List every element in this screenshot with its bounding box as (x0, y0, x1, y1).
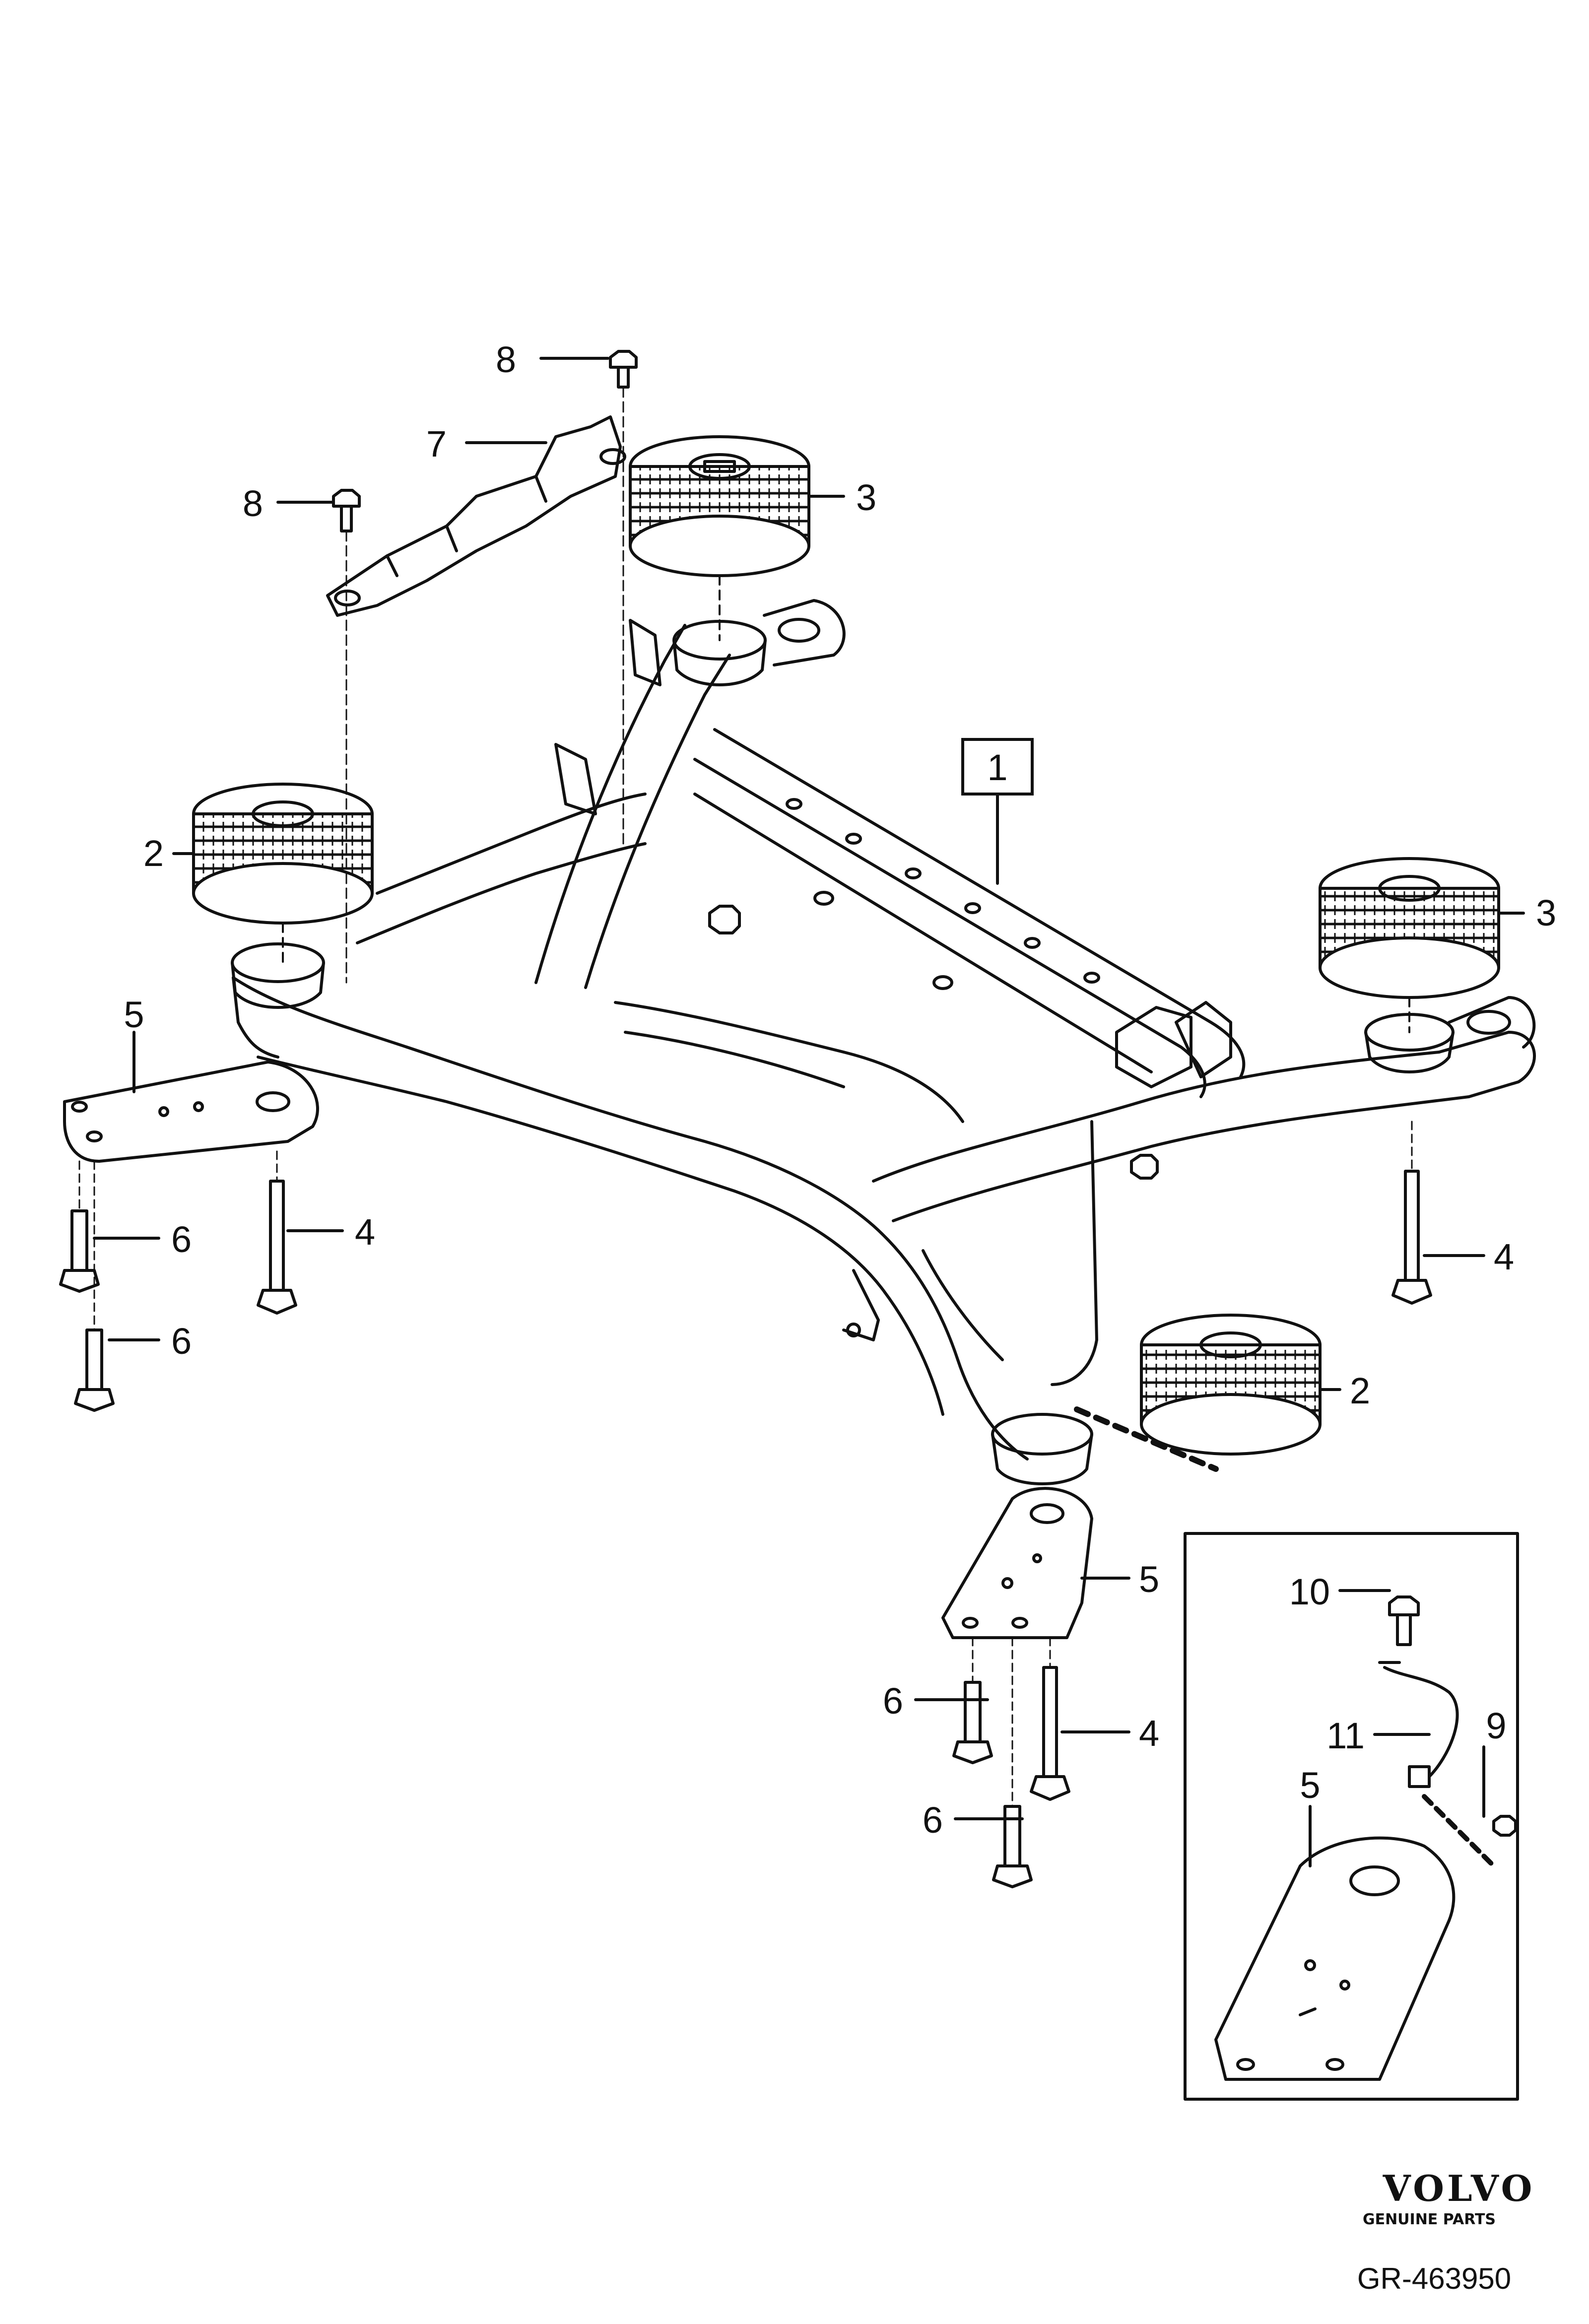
label-8-left: 8 (243, 483, 263, 524)
bolt-left (332, 489, 361, 532)
stud-bottom (1030, 1666, 1070, 1801)
inset-nut (1492, 1815, 1517, 1837)
inset-sensor-link (1378, 1661, 1459, 1788)
inset-skid-plate (1214, 1836, 1456, 2081)
label-2-right: 2 (1350, 1370, 1370, 1411)
label-8-top: 8 (496, 339, 516, 380)
bolt-6-a (59, 1209, 100, 1293)
assembly-line (1074, 1406, 1219, 1472)
brand-tagline: GENUINE PARTS (1363, 2211, 1496, 2228)
label-5-bottom: 5 (1139, 1559, 1159, 1600)
brand-name: VOLVO (1383, 2167, 1535, 2209)
stud-left (257, 1180, 297, 1315)
bushing-top (629, 435, 810, 577)
label-6-a: 6 (171, 1219, 192, 1260)
bolt-top (609, 350, 638, 389)
label-7: 7 (426, 423, 447, 465)
bushing-left (192, 783, 374, 925)
label-1: 1 (987, 747, 1007, 788)
label-4-right: 4 (1494, 1236, 1514, 1277)
bushing-right-upper (1319, 857, 1500, 999)
volvo-logo: VOLVO GENUINE PARTS (1363, 2167, 1535, 2228)
reference-code: GR-463950 (1357, 2262, 1511, 2295)
inset-frame (1184, 1532, 1519, 2101)
label-3-top: 3 (856, 477, 876, 518)
label-11: 11 (1326, 1715, 1365, 1756)
label-5-left: 5 (124, 994, 144, 1035)
skid-plate-bottom (941, 1487, 1093, 1639)
bolt-6-b (74, 1328, 115, 1412)
bolt-6-c (952, 1681, 993, 1764)
label-3-right: 3 (1536, 892, 1556, 933)
subframe (231, 599, 1536, 1485)
label-6-c: 6 (883, 1680, 903, 1722)
item-1-box (961, 738, 1034, 796)
stud-right (1391, 1170, 1432, 1305)
label-10: 10 (1289, 1571, 1330, 1612)
label-4-bottom: 4 (1139, 1713, 1159, 1754)
bracket (326, 415, 626, 617)
skid-plate-left (63, 1061, 319, 1163)
label-6-d: 6 (923, 1799, 943, 1841)
label-2-left: 2 (143, 833, 164, 874)
bolt-6-d (992, 1805, 1033, 1888)
label-6-b: 6 (171, 1321, 192, 1362)
label-9: 9 (1486, 1705, 1506, 1746)
bushing-right-lower (1140, 1314, 1322, 1456)
label-4-left: 4 (355, 1211, 375, 1253)
label-5-inset: 5 (1300, 1765, 1320, 1806)
inset-bolt (1388, 1595, 1420, 1646)
